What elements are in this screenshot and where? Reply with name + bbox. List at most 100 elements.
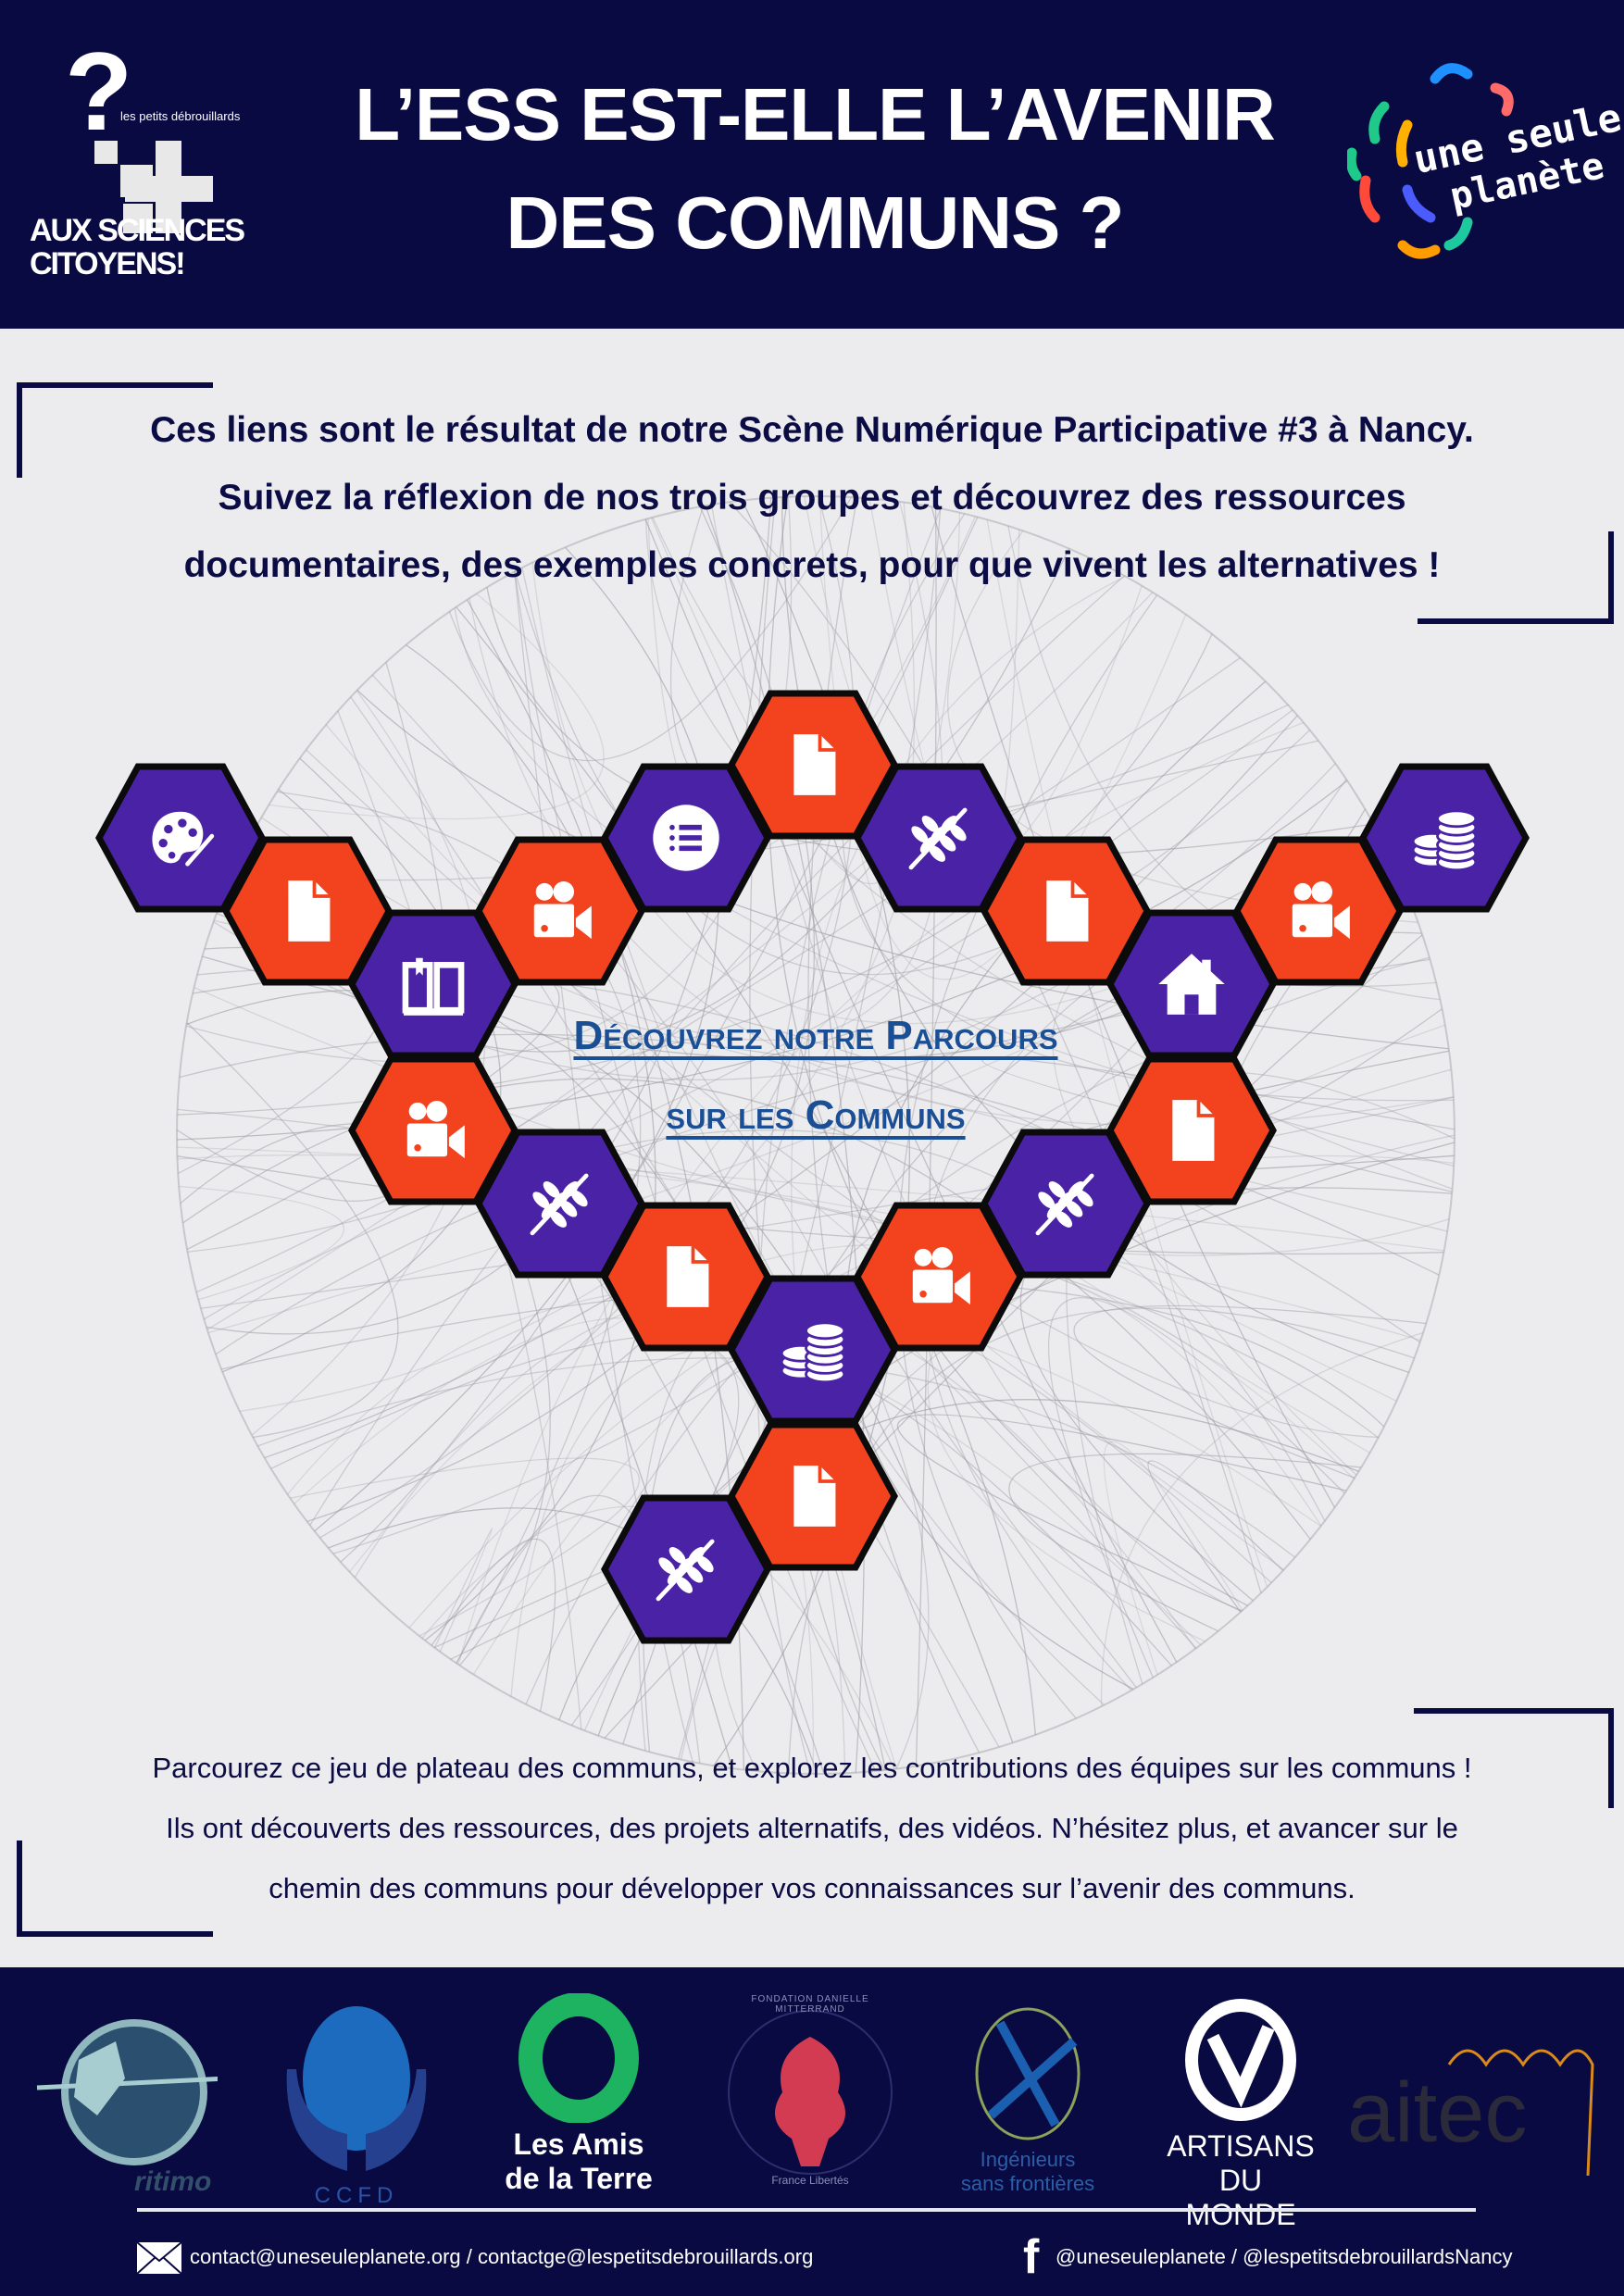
- ritimo-text: ritimo: [134, 2166, 212, 2197]
- artisans-text-line2: DU MONDE: [1185, 2164, 1296, 2231]
- network-line: [177, 1154, 1421, 1341]
- list-icon: [653, 805, 719, 871]
- network-line: [1008, 1453, 1362, 1632]
- network-line: [456, 606, 1036, 1735]
- video-icon: [406, 1101, 465, 1159]
- board-tile-file[interactable]: [1106, 1055, 1277, 1205]
- network-line: [325, 724, 1284, 1571]
- video-icon: [1292, 881, 1350, 940]
- network-line: [319, 495, 856, 1539]
- network-line: [514, 571, 1311, 976]
- hands-globe-icon: [286, 2006, 427, 2171]
- intro-line2: Suivez la réflexion de nos trois groupes…: [218, 478, 1406, 518]
- amis-text-line2: de la Terre: [505, 2162, 653, 2195]
- network-line: [314, 546, 719, 1532]
- email-icon: [136, 2241, 182, 2275]
- page-title-line1: L’ESS EST-ELLE L’AVENIR: [355, 73, 1275, 156]
- tree-seal-icon: [728, 2010, 893, 2175]
- video-icon: [533, 881, 592, 940]
- isf-text-line2: sans frontières: [960, 2172, 1095, 2195]
- une-seule-planete-logo[interactable]: une seule planète: [1347, 51, 1624, 278]
- board-tile-file[interactable]: [727, 690, 898, 840]
- palette-icon: [152, 811, 215, 867]
- network-line: [269, 593, 605, 820]
- board-tile-video[interactable]: [474, 836, 645, 986]
- outro-line3: chemin des communs pour développer vos c…: [269, 1872, 1355, 1904]
- network-line: [431, 1538, 556, 1712]
- network-line: [276, 791, 642, 1664]
- fondation-text: FONDATION DANIELLE MITTERRAND: [751, 1994, 869, 2015]
- board-tile-video[interactable]: [348, 1055, 518, 1205]
- logo-block: [94, 141, 118, 164]
- footer-facebook[interactable]: @uneseuleplanete / @lespetitsdebrouillar…: [1056, 2245, 1513, 2268]
- bracket-outro-bottom-left: [17, 1841, 22, 1937]
- board-tile-wheat[interactable]: [980, 1129, 1151, 1279]
- board-tile-file[interactable]: [601, 1202, 771, 1352]
- network-line: [203, 1129, 1326, 1522]
- logo-block: [123, 204, 153, 233]
- board-tile-coins[interactable]: [1359, 763, 1530, 913]
- network-line: [644, 518, 1178, 1663]
- parcours-link-line1[interactable]: Découvrez notre Parcours: [573, 1013, 1058, 1058]
- network-line: [1103, 1441, 1243, 1676]
- footer-divider: [137, 2208, 1476, 2212]
- network-line: [650, 502, 916, 885]
- footer-email[interactable]: contact@uneseuleplanete.org / contactge@…: [190, 2245, 814, 2268]
- coins-icon: [1411, 809, 1478, 872]
- artisans-emblem-icon: [1185, 1999, 1296, 2121]
- board-tile-wheat[interactable]: [601, 1494, 771, 1644]
- network-line: [177, 1146, 1444, 1252]
- artisans-text-line1: ARTISANS: [1167, 2129, 1315, 2163]
- partner-logo-ritimo[interactable]: ritimo: [23, 2004, 228, 2199]
- wheat-icon: [1035, 1173, 1094, 1236]
- network-line: [350, 696, 1000, 1748]
- network-line: [179, 1185, 344, 1301]
- board-tile-wheat[interactable]: [854, 763, 1024, 913]
- network-line: [177, 1155, 1444, 1255]
- board-tile-house[interactable]: [1106, 909, 1277, 1059]
- commons-game-board: [95, 690, 1530, 1644]
- bracket-top-left: [17, 382, 22, 478]
- house-icon: [1158, 954, 1225, 1015]
- board-tile-list[interactable]: [601, 763, 771, 913]
- network-line: [1147, 1460, 1284, 1613]
- board-tile-coins[interactable]: [727, 1275, 898, 1425]
- network-line: [514, 571, 877, 1772]
- network-line: [986, 519, 1268, 1588]
- logo-text-line2: CITOYENS!: [30, 246, 186, 281]
- board-tile-book[interactable]: [348, 909, 518, 1059]
- parcours-link-line2[interactable]: sur les Communs: [666, 1092, 966, 1138]
- petits-debrouillards-logo[interactable]: ? les petits débrouillards AUX SCIENCES …: [28, 30, 269, 296]
- green-ring-icon: [518, 1992, 639, 2124]
- network-line: [186, 1022, 399, 1439]
- network-line: [349, 1243, 1355, 1573]
- network-line: [239, 512, 961, 1413]
- partner-logo-artisans-du-monde[interactable]: ARTISANS DU MONDE: [1162, 1995, 1319, 2231]
- partner-logo-fondation-danielle-mitterrand[interactable]: FONDATION DANIELLE MITTERRAND France Lib…: [718, 1994, 903, 2187]
- bracket-outro-bottom-left: [17, 1931, 213, 1937]
- file-icon: [793, 1466, 835, 1527]
- file-icon: [667, 1246, 709, 1307]
- partner-logo-ccfd[interactable]: CCFD: [282, 2004, 431, 2208]
- network-line: [264, 715, 1298, 1459]
- network-line: [521, 568, 1106, 1706]
- wheat-icon: [656, 1539, 715, 1602]
- outro-line2: Ils ont découverts des ressources, des p…: [166, 1812, 1458, 1844]
- partner-logo-ingenieurs-sans-frontieres[interactable]: Ingénieurs sans frontières: [935, 2004, 1120, 2195]
- fondation-subtext: France Libertés: [771, 2174, 849, 2187]
- partner-logo-aitec[interactable]: aitec: [1347, 2028, 1606, 2185]
- network-line: [433, 1528, 493, 1653]
- network-line: [781, 496, 1409, 1373]
- network-line: [457, 721, 1305, 1666]
- outro-line1: Parcourez ce jeu de plateau des communs,…: [152, 1752, 1472, 1784]
- question-mark-icon: ?: [65, 30, 133, 154]
- coins-icon: [780, 1321, 845, 1384]
- partner-logo-amis-de-la-terre[interactable]: Les Amis de la Terre: [495, 1992, 662, 2197]
- board-tile-file[interactable]: [727, 1421, 898, 1571]
- bracket-outro-top-right: [1608, 1708, 1614, 1808]
- globe-outline: [176, 495, 1455, 1775]
- logo-ring-icon: [1347, 63, 1514, 259]
- bracket-top-left: [17, 382, 213, 388]
- network-line: [200, 1096, 1454, 1309]
- globe-icon: [36, 2019, 228, 2165]
